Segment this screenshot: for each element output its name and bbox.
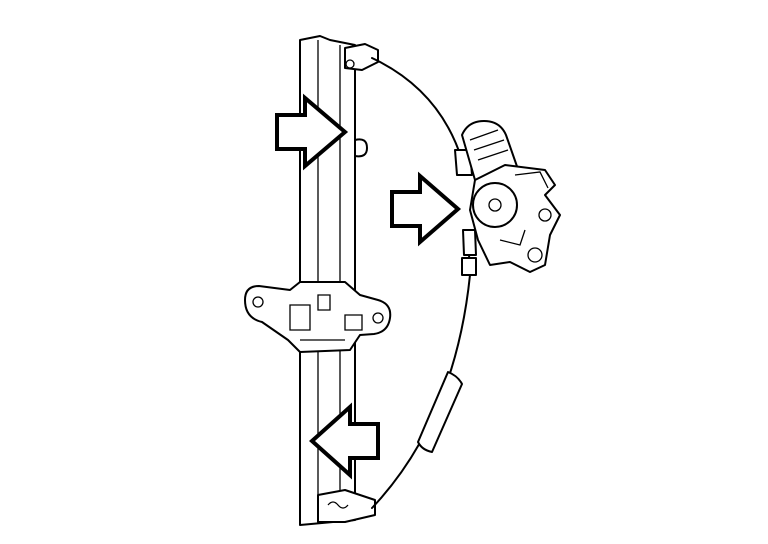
cable [371,57,477,509]
arrow-right-icon [275,93,349,171]
motor-assembly [461,120,561,273]
arrow-right-icon [390,171,462,247]
arrow-left-icon [309,402,380,480]
carrier-bracket [244,281,392,353]
